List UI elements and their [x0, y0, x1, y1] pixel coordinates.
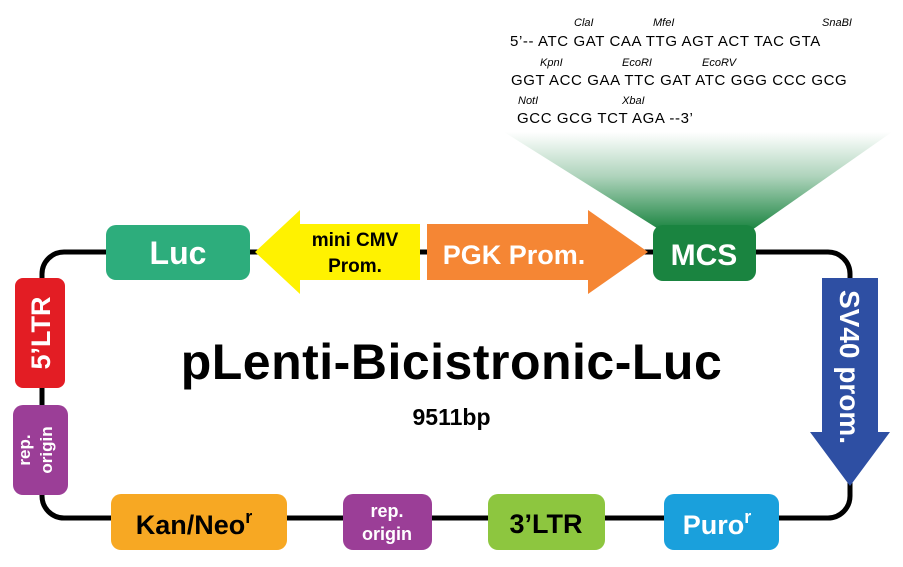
feature-kan-neo: Kan/Neor	[111, 494, 287, 550]
sv40-label: SV40 prom.	[834, 290, 865, 444]
pgk-label: PGK Prom.	[443, 240, 586, 270]
mcs-sequence-line-2: GGT ACC GAA TTC GAT ATC GGG CCC GCG	[511, 72, 848, 89]
ltr3-label: 3’LTR	[510, 509, 583, 539]
feature-rep-origin-bottom: rep. origin	[343, 494, 432, 550]
feature-mcs: MCS	[653, 225, 756, 281]
feature-pgk-promoter: PGK Prom.	[427, 210, 648, 294]
feature-sv40-promoter: SV40 prom.	[810, 278, 890, 486]
kan-neo-superscript: r	[245, 507, 252, 527]
rep-origin-left-line2: origin	[37, 426, 56, 473]
site-ecori: EcoRI	[622, 57, 652, 69]
plasmid-size: 9511bp	[412, 404, 491, 430]
mini-cmv-label-line1: mini CMV	[312, 230, 399, 251]
site-clai: ClaI	[574, 17, 594, 29]
ltr5-label: 5’LTR	[26, 297, 56, 370]
rep-origin-left-line1: rep.	[15, 434, 34, 465]
mini-cmv-label-line2: Prom.	[328, 256, 382, 277]
feature-3-ltr: 3’LTR	[488, 494, 605, 550]
luc-label: Luc	[150, 235, 207, 271]
feature-5-ltr: 5’LTR	[15, 278, 65, 388]
rep-origin-bottom-line1: rep.	[370, 501, 403, 521]
site-xbai: XbaI	[622, 95, 645, 107]
feature-puro: Puror	[664, 494, 779, 550]
rep-origin-bottom-line2: origin	[362, 524, 412, 544]
puro-superscript: r	[744, 507, 751, 527]
feature-mini-cmv-promoter: mini CMV Prom.	[255, 210, 420, 294]
site-snabi: SnaBI	[822, 17, 852, 29]
feature-luc: Luc	[106, 225, 250, 280]
site-mfei: MfeI	[653, 17, 675, 29]
kan-neo-main: Kan/Neo	[136, 510, 246, 540]
plasmid-name: pLenti-Bicistronic-Luc	[180, 334, 723, 390]
mcs-sequence-line-1: 5’-- ATC GAT CAA TTG AGT ACT TAC GTA	[510, 33, 821, 50]
puro-main: Puro	[683, 510, 745, 540]
kan-neo-label: Kan/Neor	[136, 507, 253, 540]
site-noti: NotI	[518, 95, 539, 107]
puro-label: Puror	[683, 507, 752, 540]
mcs-sequence-line-3: GCC GCG TCT AGA --3’	[517, 110, 694, 127]
site-ecorv: EcoRV	[702, 57, 737, 69]
mcs-label: MCS	[671, 239, 738, 272]
mcs-expansion-fan	[504, 132, 892, 230]
feature-rep-origin-left: rep. origin	[13, 405, 68, 495]
site-kpni: KpnI	[540, 57, 563, 69]
